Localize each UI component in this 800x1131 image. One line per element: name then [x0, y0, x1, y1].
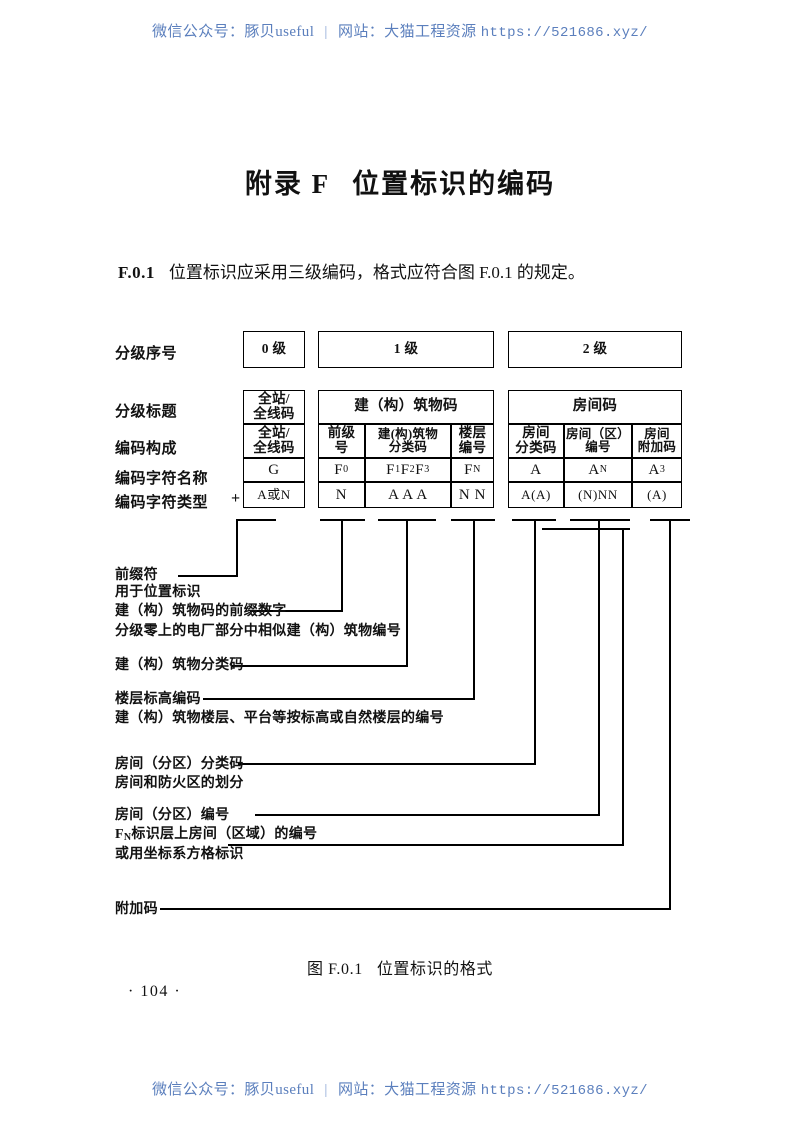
plus-sign: +: [231, 490, 241, 507]
leader-tick-6: [650, 519, 690, 521]
figure-caption-text: 位置标识的格式: [376, 961, 494, 978]
cell-chartype-room-extra: (A): [632, 482, 682, 508]
cell-comp-room-class: 房间 分类码: [508, 424, 564, 458]
callout-floor-elevation-code: 楼层标高编码 建（构）筑物楼层、平台等按标高或自然楼层的编号: [115, 690, 444, 729]
cell-title-station: 全站/ 全线码: [243, 390, 305, 424]
watermark-top: 微信公众号：豚贝useful | 网站：大猫工程资源 https://52168…: [0, 20, 800, 41]
figure-caption-label: 图 F.0.1: [306, 961, 363, 978]
callout-line: 建（构）筑物码的前缀数字: [115, 604, 287, 620]
watermark-site: 网站：大猫工程资源: [337, 1082, 477, 1098]
leader-tick-0: [236, 519, 276, 521]
cell-comp-floor-number: 楼层 编号: [451, 424, 494, 458]
cell-comp-room-extra: 房间 附加码: [632, 424, 682, 458]
watermark-account: 微信公众号：豚贝useful: [152, 24, 315, 40]
leader-drop-5a: [598, 519, 600, 816]
leader-drop-3: [473, 519, 475, 700]
page-number: · 104 ·: [128, 983, 182, 1000]
leader-tick-5a: [570, 519, 630, 521]
cell-chartype-prefix: N: [318, 482, 365, 508]
cell-level-1: 1 级: [318, 331, 494, 368]
leader-tick-1: [320, 519, 365, 521]
callout-building-prefix-digit: 用于位置标识 建（构）筑物码的前缀数字 分级零上的电厂部分中相似建（构）筑物编号: [115, 583, 401, 641]
callout-additional-code: 附加码: [115, 902, 158, 917]
cell-comp-prefix-number: 前级 号: [318, 424, 365, 458]
cell-title-room: 房间码: [508, 390, 682, 424]
watermark-site: 网站：大猫工程资源: [337, 24, 477, 40]
cell-charname-A: A: [508, 458, 564, 482]
leader-drop-1: [341, 519, 343, 611]
callout-line: 房间（分区）分类码: [115, 757, 244, 772]
callout-room-number: 房间（分区）编号 FN标识层上房间（区域）的编号 或用坐标系方格标识: [115, 806, 317, 864]
clause-number: F.0.1: [118, 263, 155, 282]
cell-chartype-room-class: A(A): [508, 482, 564, 508]
cell-chartype-station: A或N: [243, 482, 305, 508]
leader-drop-5b: [622, 528, 624, 846]
callout-line: 分级零上的电厂部分中相似建（构）筑物编号: [115, 623, 401, 639]
subscript-base: F: [115, 827, 124, 843]
clause-text: 位置标识应采用三级编码，格式应符合图 F.0.1 的规定。: [168, 263, 585, 282]
callout-line: 建（构）筑物楼层、平台等按标高或自然楼层的编号: [115, 711, 444, 727]
cell-chartype-floor: N N: [451, 482, 494, 508]
row-label-composition: 编码构成: [115, 441, 178, 457]
cell-chartype-room-number: (N)NN: [564, 482, 632, 508]
leader-tick-5b: [542, 528, 630, 530]
callout-line: 用于位置标识: [115, 585, 201, 600]
watermark-account: 微信公众号：豚贝useful: [152, 1082, 315, 1098]
leader-drop-2: [406, 519, 408, 667]
leader-arm-0: [178, 575, 238, 577]
callout-prefix-symbol: 前缀符: [115, 568, 158, 583]
row-label-char-name: 编码字符名称: [115, 471, 209, 487]
watermark-url: https://521686.xyz/: [480, 25, 648, 41]
watermark-separator: |: [324, 1082, 328, 1098]
cell-title-building: 建（构）筑物码: [318, 390, 494, 424]
leader-arm-2: [232, 665, 408, 667]
cell-comp-building-class: 建(构)筑物 分类码: [365, 424, 451, 458]
callout-room-class-code: 房间（分区）分类码 房间和防火区的划分: [115, 755, 244, 794]
page-title: 附录 F 位置标识的编码: [0, 162, 800, 201]
cell-level-0: 0 级: [243, 331, 305, 368]
callout-line: 楼层标高编码: [115, 692, 201, 707]
leader-drop-4: [534, 519, 536, 765]
leader-arm-4: [238, 763, 536, 765]
cell-chartype-building: A A A: [365, 482, 451, 508]
subscript-char: N: [123, 832, 132, 844]
figure-caption: 图 F.0.1 位置标识的格式: [0, 955, 800, 979]
leader-drop-6: [669, 519, 671, 910]
leader-tick-3: [451, 519, 495, 521]
leader-arm-1: [250, 610, 343, 612]
callout-line: 房间和防火区的划分: [115, 776, 244, 792]
leader-arm-3: [203, 698, 475, 700]
leader-arm-6: [160, 908, 671, 910]
leader-tick-4: [512, 519, 556, 521]
cell-level-2: 2 级: [508, 331, 682, 368]
clause-paragraph: F.0.1 位置标识应采用三级编码，格式应符合图 F.0.1 的规定。: [118, 258, 698, 283]
callout-line-with-subscript: FN标识层上房间（区域）的编号: [115, 825, 317, 845]
leader-tick-2: [378, 519, 436, 521]
callout-line-rest: 标识层上房间（区域）的编号: [131, 827, 318, 843]
callout-building-class-code: 建（构）筑物分类码: [115, 658, 244, 673]
appendix-title-prefix: 附录 F: [244, 169, 331, 199]
cell-comp-station: 全站/ 全线码: [243, 424, 305, 458]
row-label-level-number: 分级序号: [115, 346, 178, 362]
leader-drop-0: [236, 519, 238, 576]
appendix-title-name: 位置标识的编码: [352, 169, 556, 199]
callout-line: 房间（分区）编号: [115, 808, 230, 823]
callout-line: 或用坐标系方格标识: [115, 847, 244, 863]
leader-arm-5a: [255, 814, 600, 816]
watermark-url: https://521686.xyz/: [480, 1083, 648, 1099]
row-label-char-type: 编码字符类型: [115, 495, 209, 511]
row-label-level-title: 分级标题: [115, 404, 178, 420]
cell-comp-room-number: 房间（区） 编号: [564, 424, 632, 458]
watermark-bottom: 微信公众号：豚贝useful | 网站：大猫工程资源 https://52168…: [0, 1078, 800, 1099]
watermark-separator: |: [324, 24, 328, 40]
leader-arm-5b: [228, 844, 624, 846]
cell-charname-G: G: [243, 458, 305, 482]
